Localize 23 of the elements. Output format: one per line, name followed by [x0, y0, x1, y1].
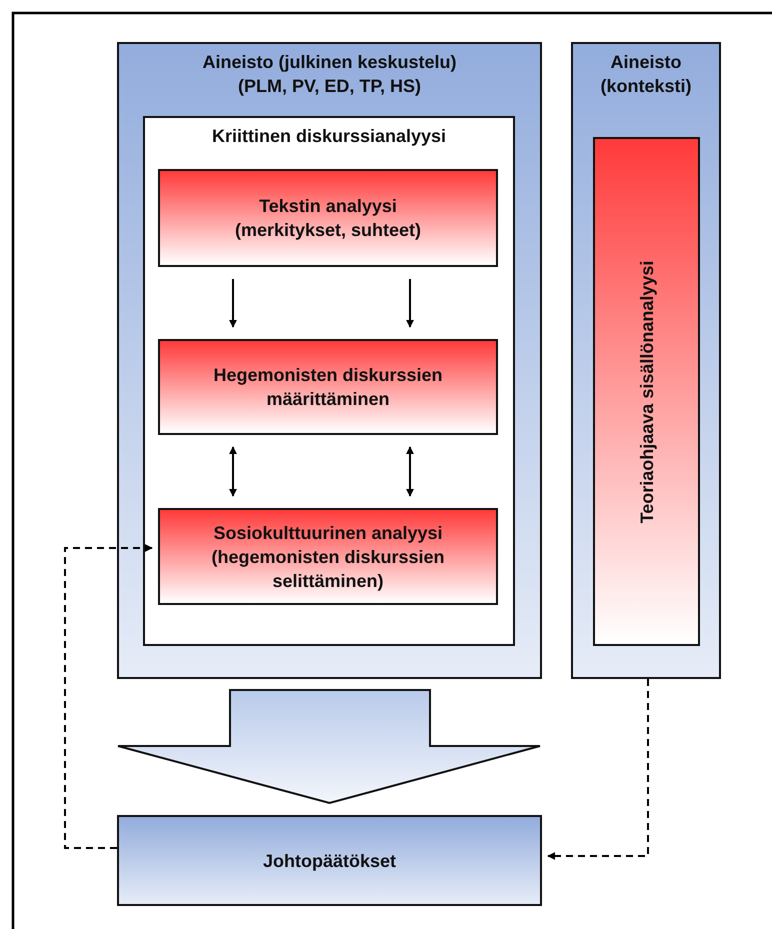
arrow — [547, 679, 649, 860]
block-arrow — [117, 689, 541, 804]
process-box — [158, 169, 498, 267]
container-box — [143, 116, 515, 646]
box-label: Johtopäätökset — [262, 850, 398, 872]
box-heading: Aineisto (konteksti) — [599, 51, 692, 98]
arrow — [406, 446, 414, 497]
container-box — [571, 42, 721, 679]
result-box — [117, 815, 542, 906]
box-label: Tekstin analyysi (merkitykset, suhteet) — [234, 195, 422, 242]
process-box — [158, 508, 498, 605]
process-box — [593, 137, 700, 646]
box-label: Sosiokulttuurinen analyysi (hegemonisten diskurssien selittäminen) — [210, 522, 446, 592]
arrow — [64, 544, 153, 849]
box-heading: Aineisto (julkinen keskustelu) (PLM, PV, ED, TP, HS) — [201, 51, 458, 98]
arrow — [229, 279, 237, 328]
box-heading: Kriittinen diskurssianalyysi — [210, 125, 448, 148]
container-box — [117, 42, 542, 679]
arrow — [229, 446, 237, 497]
box-label: Hegemonisten diskurssien määrittäminen — [212, 364, 444, 411]
box-label: Teoriaohjaava sisällönanalyysi — [636, 260, 658, 523]
arrow — [406, 279, 414, 328]
process-box — [158, 339, 498, 435]
